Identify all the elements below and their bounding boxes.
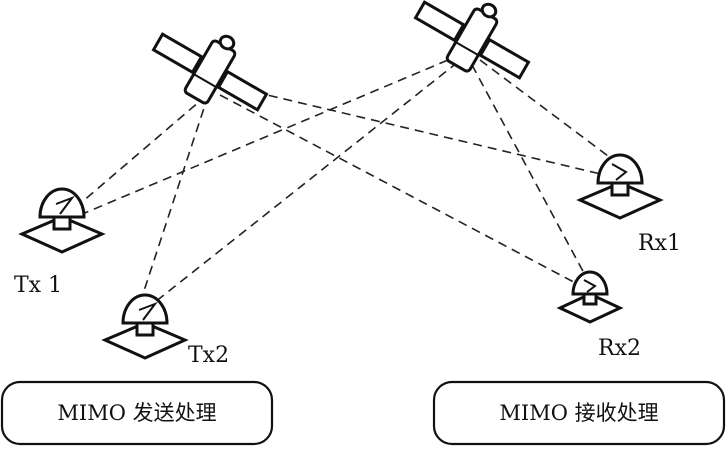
satellite-2-icon bbox=[413, 0, 531, 80]
receive-processing-label: MIMO 接收处理 bbox=[499, 401, 658, 425]
tx2-label: Tx2 bbox=[188, 343, 229, 368]
link-tx2-sat2 bbox=[144, 61, 459, 311]
ground-station-rx2-icon bbox=[556, 270, 624, 324]
rx2-label: Rx2 bbox=[598, 336, 641, 361]
receive-processing-box: MIMO 接收处理 bbox=[432, 380, 726, 446]
ground-station-tx2-icon bbox=[101, 293, 189, 360]
tx1-label: Tx 1 bbox=[14, 273, 62, 298]
transmit-processing-label: MIMO 发送处理 bbox=[57, 401, 216, 425]
link-sat1-rx1 bbox=[224, 84, 606, 176]
satellite-1-icon bbox=[151, 32, 269, 112]
ground-station-tx1-icon bbox=[18, 187, 106, 254]
rx1-label: Rx1 bbox=[638, 231, 681, 256]
transmit-processing-box: MIMO 发送处理 bbox=[0, 380, 274, 446]
link-sat2-rx1 bbox=[479, 59, 621, 166]
signal-links bbox=[74, 54, 621, 311]
link-tx2-sat1 bbox=[139, 104, 206, 304]
link-sat1-rx2 bbox=[219, 94, 586, 289]
link-tx1-sat2 bbox=[79, 54, 461, 216]
link-tx1-sat1 bbox=[74, 94, 208, 209]
link-sat2-rx2 bbox=[471, 64, 586, 276]
ground-station-rx1-icon bbox=[576, 153, 664, 220]
